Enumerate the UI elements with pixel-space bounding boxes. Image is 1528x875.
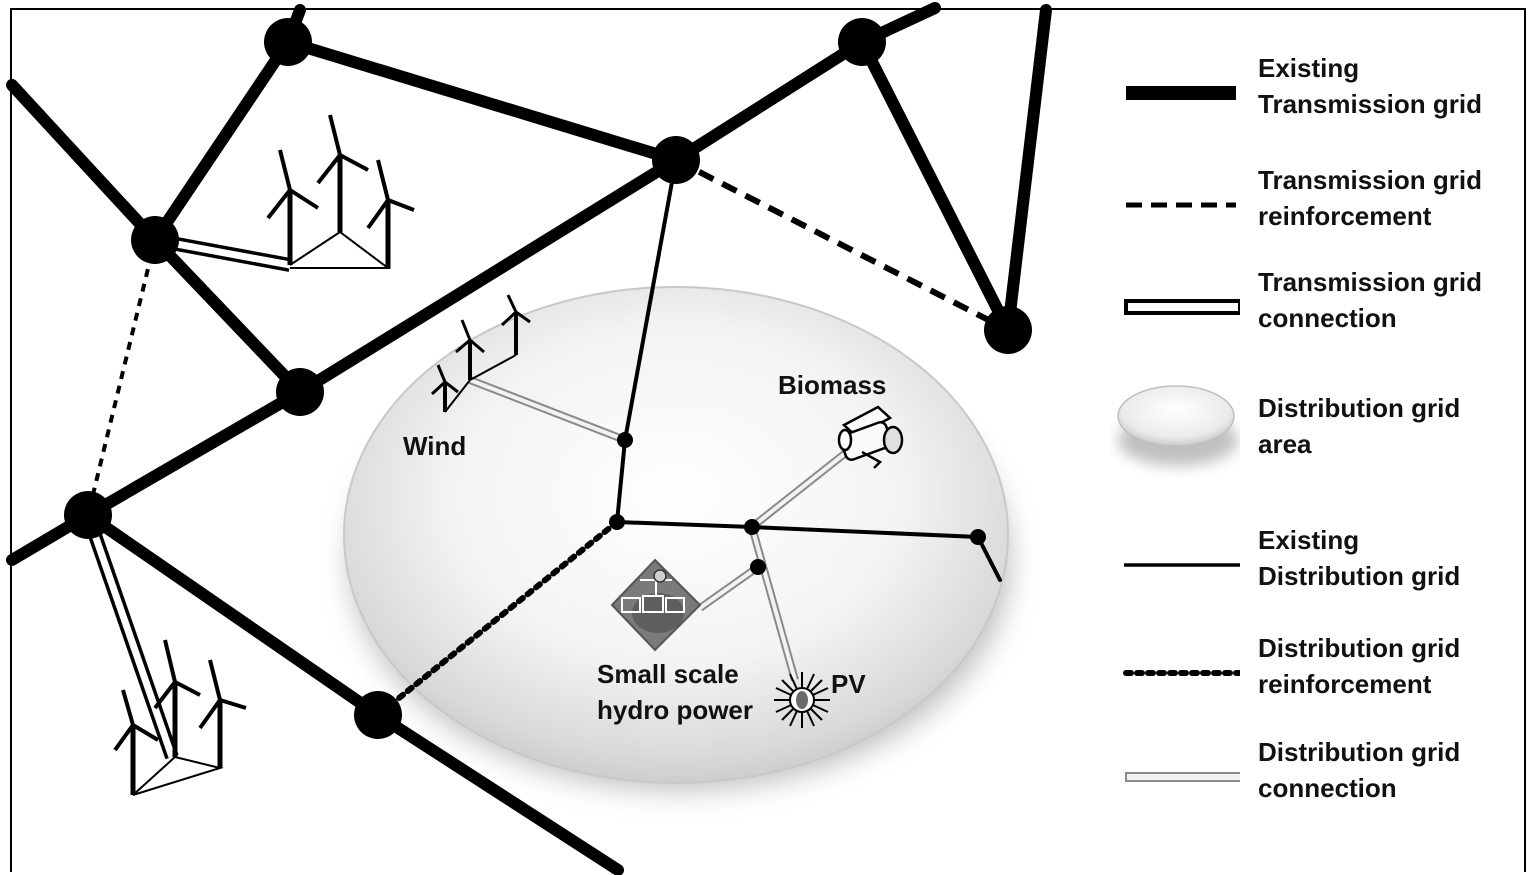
wind-label: Wind <box>403 431 467 461</box>
biomass-icon <box>837 405 904 469</box>
hydro-label-line1: Small scale <box>597 659 739 689</box>
distribution-node <box>744 519 760 535</box>
distribution-node <box>617 432 633 448</box>
existing-distribution-symbol <box>1124 563 1240 567</box>
legend-label: reinforcement <box>1258 669 1432 699</box>
distribution-nodes <box>609 432 986 575</box>
transmission-node <box>652 136 700 184</box>
distribution-node <box>750 559 766 575</box>
transmission-node <box>131 216 179 264</box>
legend-item-existing-transmission: Existing Transmission grid <box>1100 50 1520 130</box>
wind-turbine-icon <box>266 114 415 269</box>
legend-item-distribution-area: Distribution grid area <box>1100 385 1520 470</box>
legend-label: Existing <box>1258 53 1360 83</box>
transmission-node <box>984 306 1032 354</box>
wind-turbine-icon <box>113 639 247 796</box>
legend-label: connection <box>1258 303 1397 333</box>
legend-item-existing-distribution: Existing Distribution grid <box>1100 522 1520 602</box>
hydro-label-line2: hydro power <box>597 695 754 725</box>
legend-label: reinforcement <box>1258 201 1432 231</box>
biomass-label: Biomass <box>778 370 887 400</box>
grid-diagram <box>6 2 1052 875</box>
transmission-node <box>354 691 402 739</box>
distribution-node <box>609 514 625 530</box>
legend-label: Distribution grid <box>1258 561 1461 591</box>
distribution-area-symbol <box>1117 385 1238 466</box>
legend-item-distribution-connection: Distribution grid connection <box>1100 734 1520 814</box>
legend-item-transmission-reinforcement: Transmission grid reinforcement <box>1100 162 1520 242</box>
pv-icon <box>774 672 830 728</box>
existing-distribution-lines <box>615 158 1002 582</box>
legend-label: Distribution grid <box>1258 737 1461 767</box>
legend-label: Distribution grid <box>1258 633 1461 663</box>
transmission-nodes <box>64 18 1032 739</box>
distribution-grid-area <box>343 286 1009 784</box>
transmission-node <box>838 18 886 66</box>
existing-transmission-symbol <box>1126 86 1236 100</box>
legend-label: Transmission grid <box>1258 89 1482 119</box>
wind-turbine-icon <box>430 294 531 413</box>
legend-label: Transmission grid <box>1258 267 1482 297</box>
distribution-reinforcement-symbol <box>1123 670 1240 676</box>
transmission-reinforcement-lines <box>86 157 1010 516</box>
transmission-node <box>264 18 312 66</box>
legend-label: Transmission grid <box>1258 165 1482 195</box>
legend-label: area <box>1258 429 1312 459</box>
pv-label: PV <box>831 669 866 699</box>
transmission-reinforcement-symbol <box>1126 202 1236 208</box>
distribution-node <box>970 529 986 545</box>
legend-item-distribution-reinforcement: Distribution grid reinforcement <box>1100 630 1520 710</box>
legend-label: Distribution grid <box>1258 393 1461 423</box>
legend-label: connection <box>1258 773 1397 803</box>
distribution-connection-lines <box>468 376 865 682</box>
distribution-reinforcement-line <box>375 519 620 718</box>
transmission-node <box>276 368 324 416</box>
diagram-frame <box>10 8 1526 872</box>
existing-transmission-lines <box>6 2 1052 875</box>
transmission-node <box>64 491 112 539</box>
legend-item-transmission-connection: Transmission grid connection <box>1100 264 1520 344</box>
distribution-connection-symbol <box>1125 772 1240 782</box>
hydro-power-icon <box>610 558 702 652</box>
legend-label: Existing <box>1258 525 1360 555</box>
transmission-connection-symbol <box>1124 299 1240 315</box>
